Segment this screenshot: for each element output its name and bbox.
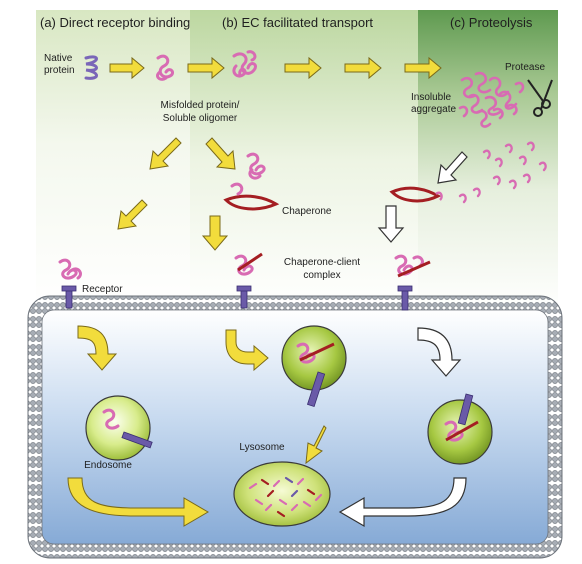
native-protein-label: Native — [44, 53, 73, 64]
protease-label: Protease — [505, 62, 545, 73]
receptor-b — [234, 252, 263, 309]
native-protein-label-2: protein — [44, 65, 75, 76]
endosome — [85, 395, 153, 461]
insoluble-label-2: aggregate — [411, 104, 456, 115]
cytoplasm — [41, 309, 549, 545]
arrow-down-right-1 — [205, 137, 236, 170]
arrow-down-left-1 — [149, 137, 182, 170]
arrow-right-1 — [109, 56, 145, 80]
endosome-label: Endosome — [84, 460, 132, 471]
lysosome-label: Lysosome — [239, 442, 285, 453]
complex-label: Chaperone-client — [284, 257, 360, 268]
vesicle-b — [281, 325, 347, 408]
insoluble-aggregate — [458, 71, 525, 128]
arrow-right-5 — [404, 56, 442, 80]
panel-c-title: (c) Proteolysis — [450, 15, 533, 30]
insoluble-label: Insoluble — [411, 92, 451, 103]
cell — [27, 295, 563, 559]
misfolded-protein-1 — [156, 54, 174, 81]
white-arrows — [377, 151, 468, 243]
top-arrows — [109, 56, 442, 80]
misfolded-label-2: Soluble oligomer — [163, 113, 238, 124]
native-protein-icon — [84, 55, 98, 80]
misfolded-protein-3 — [246, 152, 266, 180]
chaperone-with-client — [223, 182, 280, 211]
panel-c-background — [418, 10, 558, 310]
lysosome-arrows — [67, 425, 467, 528]
arrow-b-to-lysosome — [305, 425, 327, 465]
panel-a-title: (a) Direct receptor binding — [40, 15, 190, 30]
complex-label-2: complex — [303, 270, 340, 281]
arrow-right-4 — [344, 56, 382, 80]
misfolded-label: Misfolded protein/ — [161, 100, 240, 111]
arrow-down-white — [377, 205, 405, 243]
receptor-a — [58, 258, 82, 309]
chaperone-panel-c — [389, 186, 443, 203]
arrow-down-left-white — [437, 151, 468, 184]
arrow-right-3 — [284, 56, 322, 80]
protein-fragments — [458, 141, 547, 204]
scissors-icon — [527, 79, 553, 117]
chaperone-label: Chaperone — [282, 206, 332, 217]
lysosome — [233, 461, 331, 527]
panel-b-title: (b) EC facilitated transport — [222, 15, 373, 30]
vesicle-c — [427, 393, 493, 465]
arrow-down-left-2 — [117, 199, 148, 230]
misfolded-protein-2 — [232, 50, 257, 78]
receptor-c — [394, 254, 431, 311]
receptor-label: Receptor — [82, 284, 123, 295]
arrow-c-to-lysosome — [338, 477, 467, 528]
diagonal-arrows — [117, 137, 236, 251]
arrow-down-b — [201, 215, 229, 251]
arrow-curve-a — [77, 325, 118, 371]
arrow-right-2 — [187, 56, 225, 80]
internalization-arrows — [77, 325, 462, 377]
arrow-a-to-lysosome — [67, 477, 209, 527]
arrow-curve-b — [225, 329, 269, 372]
arrow-curve-c — [417, 327, 462, 377]
